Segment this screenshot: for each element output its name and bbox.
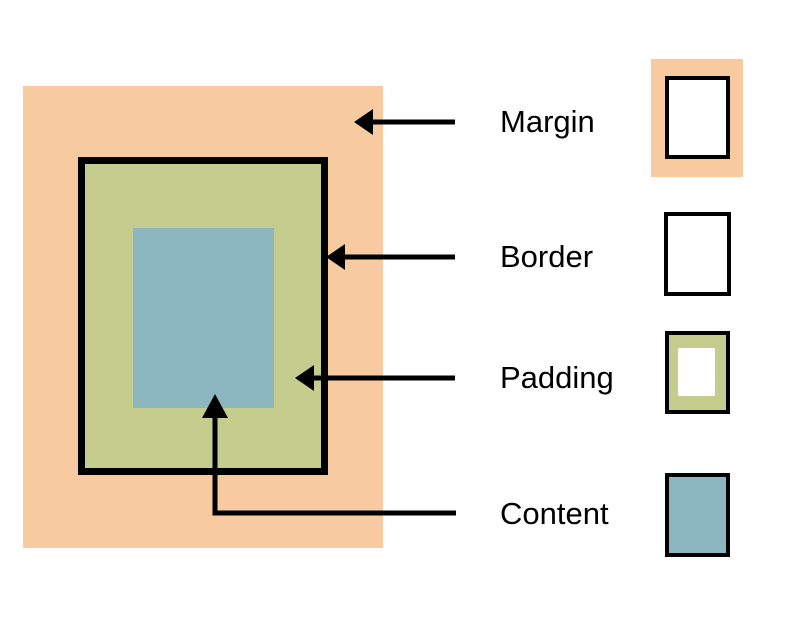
padding-label: Padding [500,360,614,395]
border-legend-swatch [664,212,731,296]
content-label: Content [500,496,609,531]
margin-legend-swatch [651,59,743,177]
content-area [133,228,274,408]
margin-label: Margin [500,104,595,139]
padding-legend-swatch-inner-box [678,348,715,396]
margin-legend-swatch-inner-box [665,76,730,159]
padding-legend-swatch [665,331,730,414]
content-legend-swatch [665,473,730,557]
border-label: Border [500,239,594,274]
